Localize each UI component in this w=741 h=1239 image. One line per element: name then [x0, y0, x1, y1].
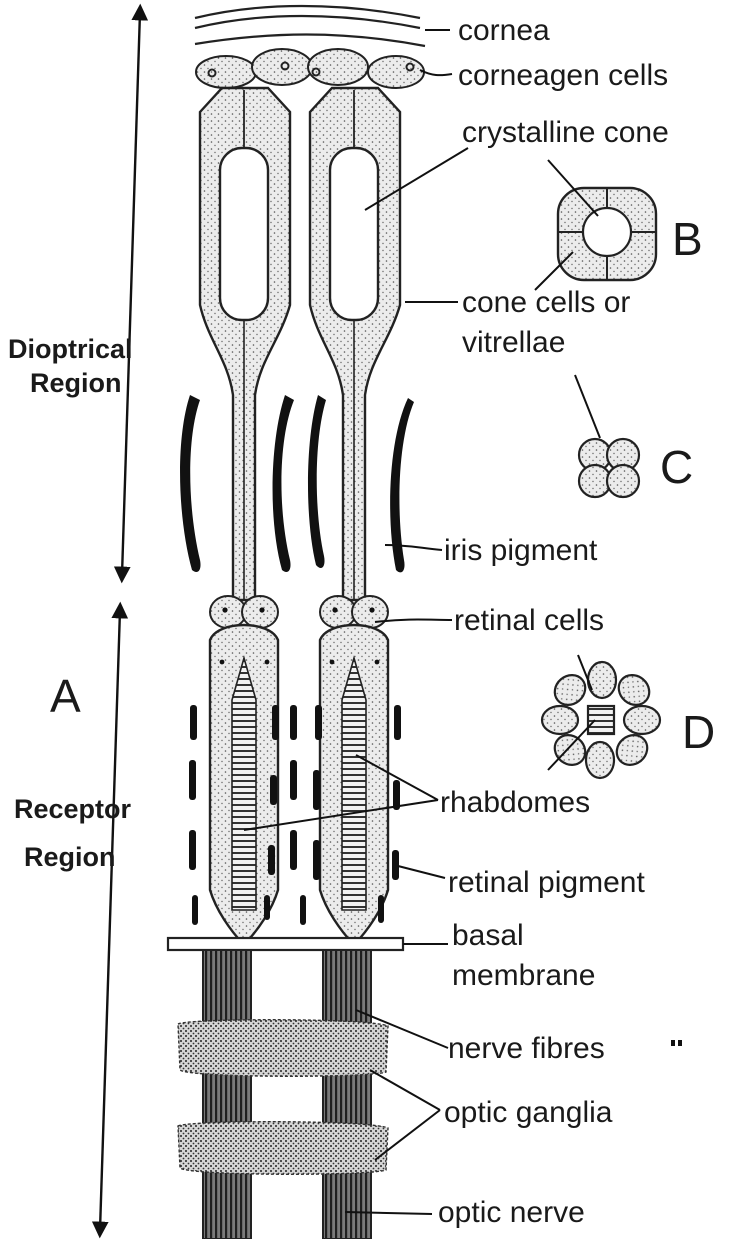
nerve-fibres — [203, 950, 371, 1239]
nerve-fibres-mark — [671, 1040, 682, 1046]
label-retinal-cells: retinal cells — [454, 604, 604, 637]
corneagen-cells — [196, 49, 424, 88]
label-corneagen-cells: corneagen cells — [458, 59, 668, 92]
label-basal: basal — [452, 919, 524, 952]
letter-b: B — [672, 213, 703, 265]
label-retinal-pigment: retinal pigment — [448, 866, 645, 899]
inset-d-cross-section — [542, 662, 660, 778]
dioptrical-arrow — [122, 12, 140, 575]
label-nerve-fibres: nerve fibres — [448, 1032, 605, 1065]
ommatidium-right — [310, 88, 400, 945]
label-dioptrical-region: Region — [30, 368, 122, 398]
label-receptor-region: Region — [24, 842, 116, 872]
label-optic-ganglia: optic ganglia — [444, 1096, 613, 1129]
inset-b-cross-section — [558, 188, 656, 280]
label-membrane: membrane — [452, 959, 595, 992]
label-vitrellae: vitrellae — [462, 326, 565, 359]
basal-membrane — [168, 938, 403, 950]
letter-c: C — [660, 441, 693, 493]
label-iris-pigment: iris pigment — [444, 534, 598, 567]
label-dioptrical: Dioptrical — [8, 334, 133, 364]
inset-c-cross-section — [579, 439, 639, 497]
label-crystalline-cone: crystalline cone — [462, 116, 669, 149]
letter-d: D — [682, 706, 715, 758]
label-optic-nerve: optic nerve — [438, 1196, 585, 1229]
label-receptor: Receptor — [14, 794, 132, 824]
cornea-layer — [195, 6, 425, 46]
label-rhabdomes: rhabdomes — [440, 786, 590, 819]
label-cornea: cornea — [458, 14, 550, 47]
receptor-arrow — [100, 610, 120, 1230]
label-cone-cells: cone cells or — [462, 286, 630, 319]
iris-pigment — [180, 395, 414, 572]
letter-a: A — [50, 670, 81, 722]
